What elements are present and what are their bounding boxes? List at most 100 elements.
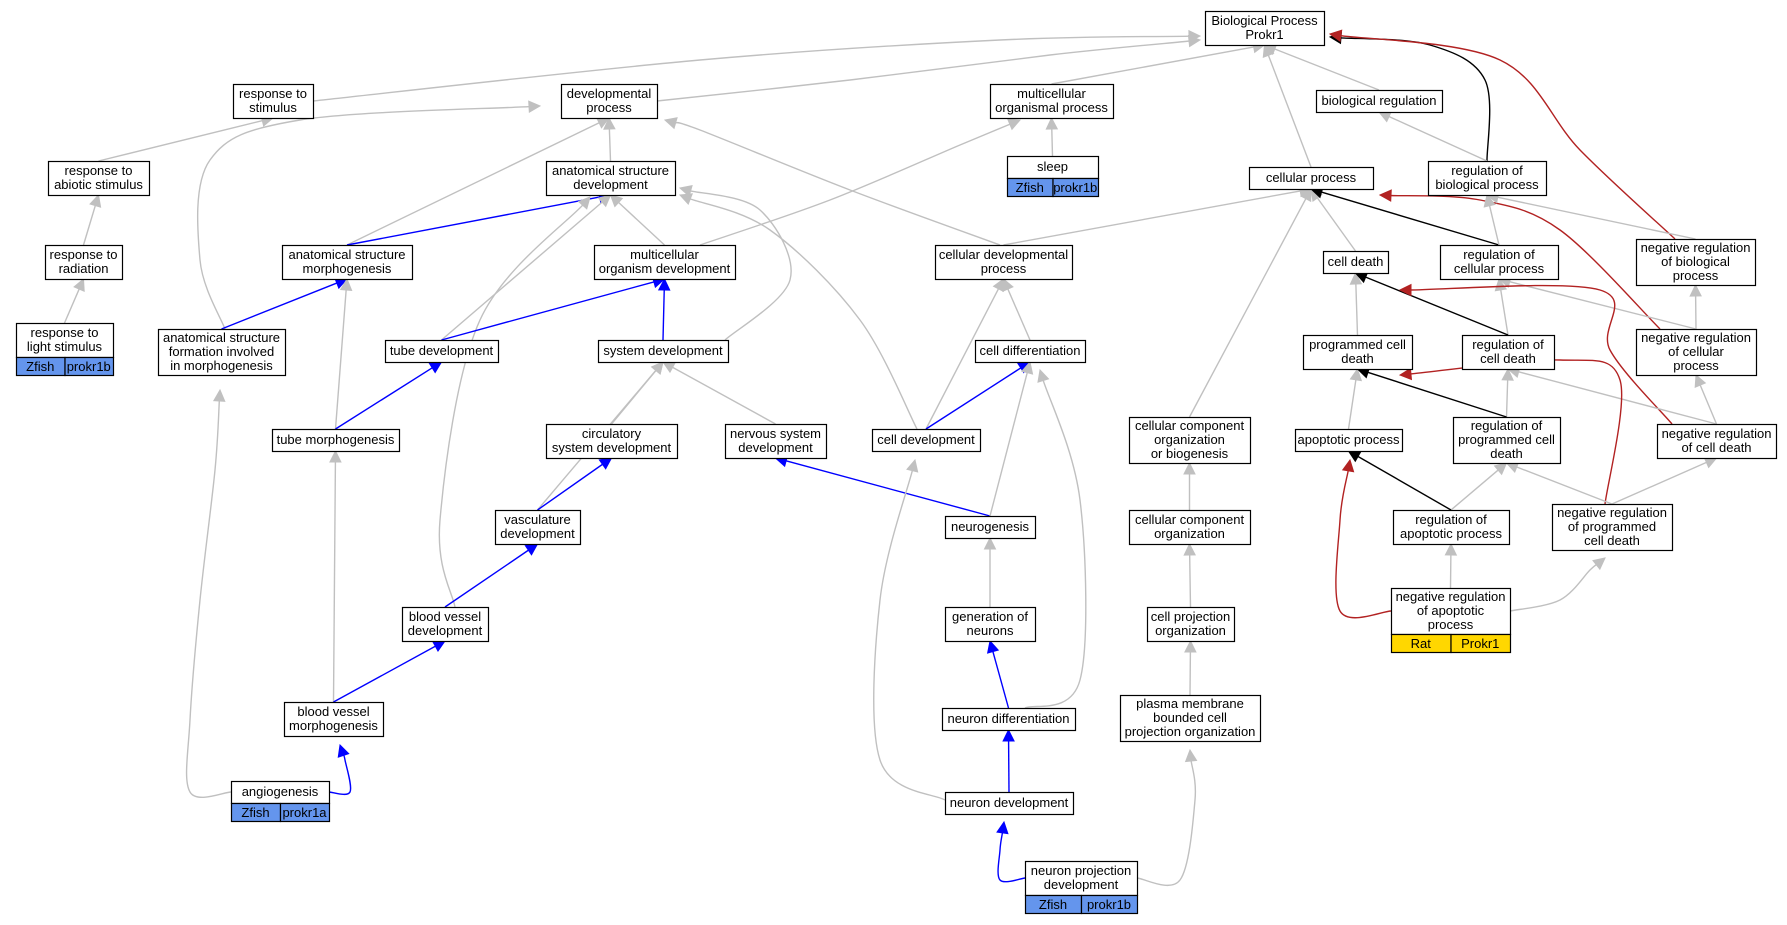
go-term-node-sys-dev[interactable]: system development (597, 339, 730, 364)
node-box (1204, 10, 1326, 47)
edge-anat_dev-to-dev_proc (603, 116, 616, 162)
edge-arrowhead (1592, 557, 1606, 571)
edge-neg_reg_bio-to-bp (1328, 29, 1676, 240)
go-term-node-tube-morph[interactable]: tube morphogenesis (271, 428, 401, 453)
node-box (989, 83, 1115, 120)
edge-line (689, 189, 792, 341)
node-box (44, 244, 124, 281)
node-label-line: regulation of (1471, 418, 1543, 433)
node-box (871, 428, 982, 453)
node-label-line: death (1341, 351, 1374, 366)
species-tag-label: Zfish (241, 805, 269, 820)
node-box (1551, 503, 1674, 552)
edge-arrowhead (1006, 118, 1022, 131)
edge-line (617, 201, 665, 246)
edge-reg_bio-to-bio_reg (1377, 111, 1488, 162)
go-term-node-cell-proc[interactable]: cellular process (1248, 166, 1375, 191)
go-term-node-apop[interactable]: apoptotic process (1294, 428, 1404, 453)
edge-arrowhead (89, 193, 102, 208)
edge-line (333, 645, 437, 703)
node-label-line: negative regulation (1396, 589, 1506, 604)
node-label-line: cellular process (1454, 261, 1545, 276)
node-label-line: response to (239, 86, 307, 101)
node-label-line: Prokr1 (1245, 27, 1283, 42)
node-box (724, 423, 828, 460)
go-term-node-neuron-dev[interactable]: neuron development (944, 791, 1075, 816)
edge-tube_morph-to-anat_morph (334, 277, 353, 430)
gene-tag-label: prokr1b (67, 359, 111, 374)
node-label-line: tube morphogenesis (277, 432, 395, 447)
edge-angio-to-anat_form (185, 388, 232, 798)
node-label-line: development (408, 623, 483, 638)
node-label-line: cell death (1328, 254, 1384, 269)
edge-neuron_proj_dev-to-pm_proj_org (1136, 748, 1198, 886)
node-label-line: system development (603, 343, 723, 358)
node-box (1427, 160, 1548, 197)
edge-line (674, 121, 1001, 246)
go-term-node-cell-diff[interactable]: cell differentiation (974, 339, 1087, 364)
go-term-node-cell-development[interactable]: cell development (871, 428, 982, 453)
go-term-node-cell-death[interactable]: cell death (1322, 250, 1390, 275)
node-box (944, 515, 1037, 540)
edge-neuron_diff-to-gen_neurons (986, 639, 1010, 709)
go-term-node-tube-dev[interactable]: tube development (384, 339, 500, 364)
node-label-line: Biological Process (1211, 13, 1318, 28)
edge-neurogenesis-to-nerv_dev (774, 454, 991, 517)
node-label-line: negative regulation (1557, 505, 1667, 520)
go-term-node-bio-reg[interactable]: biological regulation (1315, 89, 1444, 114)
gene-tag-label: prokr1b (1053, 180, 1097, 195)
edge-line (689, 197, 918, 430)
node-label-line: biological process (1435, 177, 1539, 192)
edge-arrowhead (337, 743, 350, 758)
node-label-line: organization (1155, 623, 1226, 638)
node-box (1452, 416, 1562, 465)
gene-tag-cell (1080, 894, 1139, 915)
edge-cell_development-to-cell_diff (925, 361, 1031, 430)
node-label-line: angiogenesis (242, 784, 319, 799)
edge-line (656, 40, 1191, 102)
go-term-node-neuron-diff[interactable]: neuron differentiation (941, 707, 1077, 732)
go-term-node-neurogenesis[interactable]: neurogenesis (944, 515, 1037, 540)
edge-apop-to-prog_death (1347, 367, 1363, 430)
gene-tag-cell (64, 356, 115, 377)
node-label-line: morphogenesis (289, 718, 378, 733)
node-label-line: death (1490, 446, 1523, 461)
